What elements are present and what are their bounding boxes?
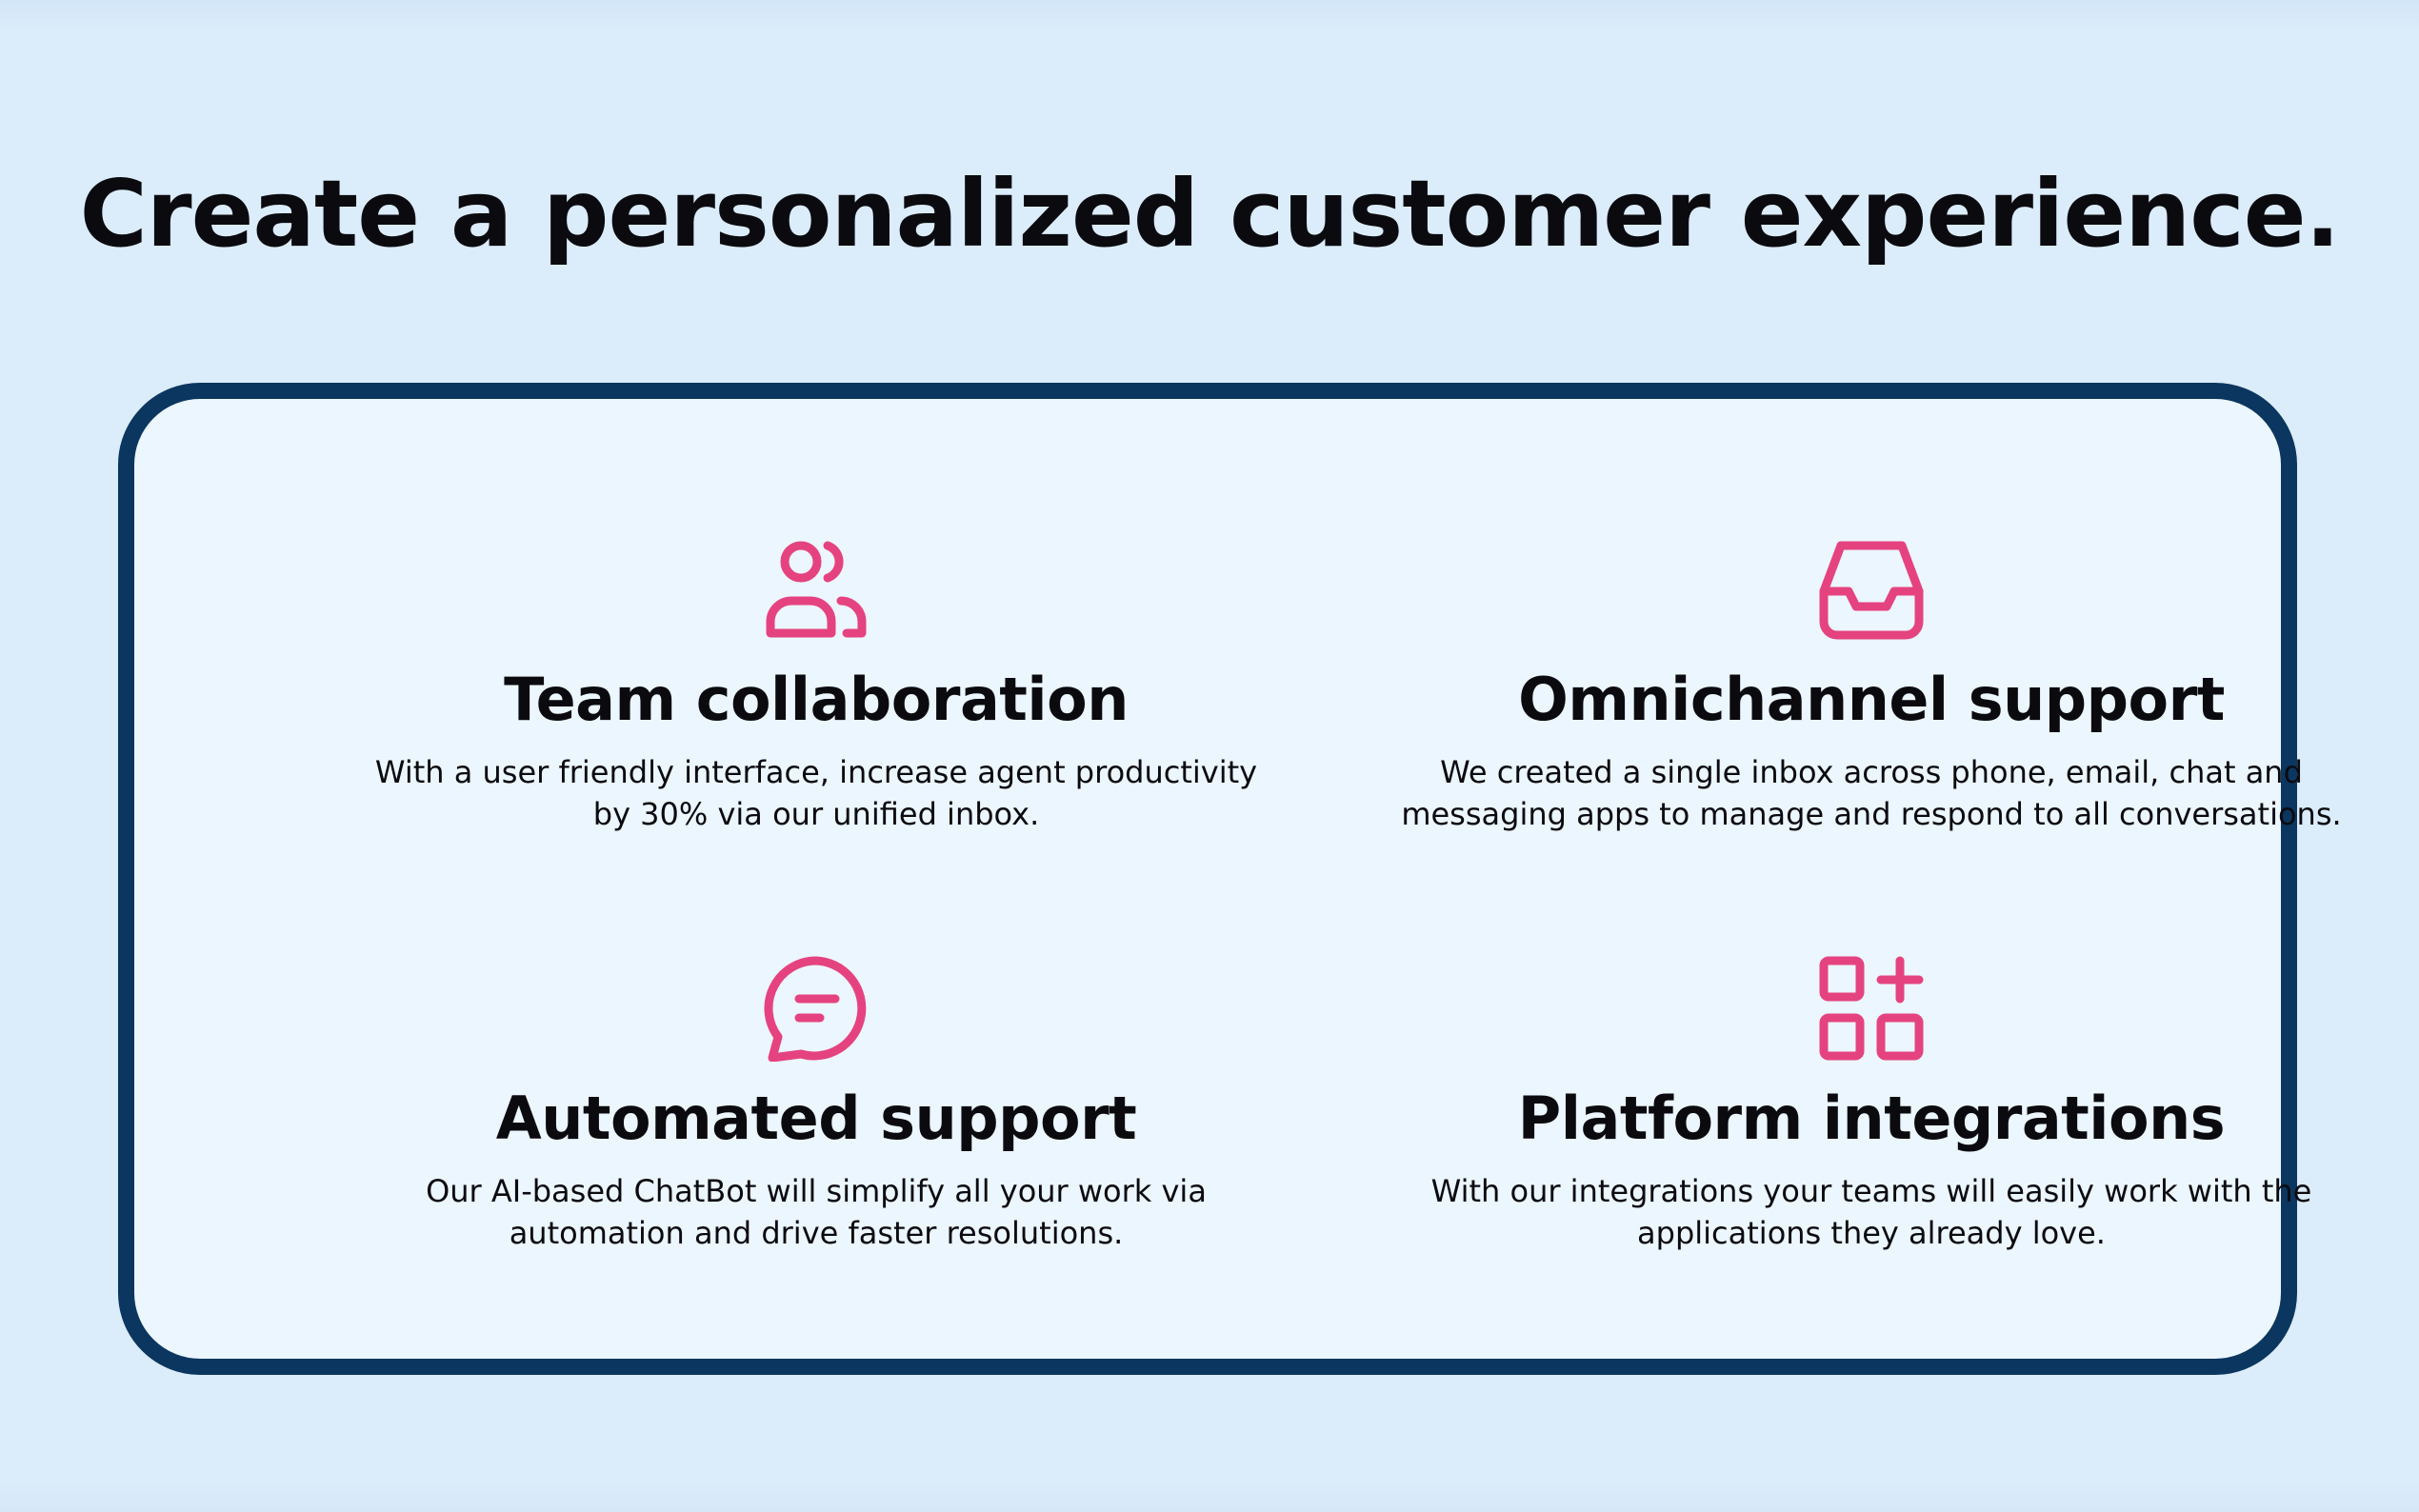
feature-title: Team collaboration (504, 665, 1129, 734)
feature-description-line: With our integrations your teams will ea… (1430, 1173, 2312, 1209)
chat-bubble-icon (763, 955, 870, 1062)
feature-title: Platform integrations (1517, 1084, 2226, 1153)
top-band (0, 0, 2419, 32)
feature-description-line: Our AI-based ChatBot will simplify all y… (426, 1173, 1207, 1209)
feature-description: With our integrations your teams will ea… (1357, 1170, 2386, 1254)
users-icon (763, 536, 870, 643)
feature-description-line: by 30% via our unified inbox. (592, 796, 1040, 832)
feature-team-collaboration: Team collaboration With a user friendly … (302, 536, 1330, 835)
feature-title: Omnichannel support (1518, 665, 2225, 734)
feature-description-line: messaging apps to manage and respond to … (1401, 796, 2342, 832)
inbox-icon (1818, 536, 1925, 643)
feature-description-line: automation and drive faster resolutions. (509, 1215, 1124, 1251)
feature-platform-integrations: Platform integrations With our integrati… (1357, 955, 2386, 1254)
feature-automated-support: Automated support Our AI-based ChatBot w… (302, 955, 1330, 1254)
feature-card: Team collaboration With a user friendly … (118, 383, 2342, 1375)
feature-description-line: We created a single inbox across phone, … (1440, 754, 2303, 790)
apps-add-icon (1818, 955, 1925, 1062)
page-title: Create a personalized customer experienc… (79, 160, 2341, 268)
feature-description: We created a single inbox across phone, … (1357, 751, 2386, 835)
feature-description: With a user friendly interface, increase… (302, 751, 1330, 835)
feature-omnichannel-support: Omnichannel support We created a single … (1357, 536, 2386, 835)
bottom-band (0, 1482, 2419, 1512)
feature-description-line: applications they already love. (1637, 1215, 2106, 1251)
feature-title: Automated support (495, 1084, 1137, 1153)
feature-description: Our AI-based ChatBot will simplify all y… (302, 1170, 1330, 1254)
feature-description-line: With a user friendly interface, increase… (374, 754, 1258, 790)
